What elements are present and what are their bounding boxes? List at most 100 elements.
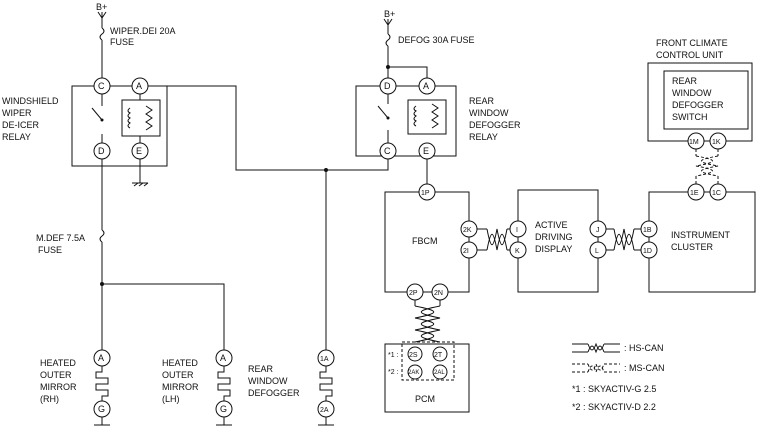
- pcm-note-1: *1 :: [388, 352, 399, 359]
- svg-text:RELAY: RELAY: [469, 132, 498, 142]
- svg-text:WINDOW: WINDOW: [469, 108, 509, 118]
- svg-text:WINDOW: WINDOW: [248, 376, 288, 386]
- relay-switch-icon: [377, 105, 389, 119]
- wiper-fuse-label: WIPER.DEI 20A: [110, 26, 176, 36]
- legend-hs-can-icon: [572, 342, 620, 354]
- pcm-label: PCM: [415, 394, 435, 404]
- pin-a: A: [220, 353, 226, 363]
- pin-j: J: [596, 227, 600, 234]
- pin-l: L: [595, 248, 599, 255]
- pin-1m: 1M: [689, 139, 699, 146]
- pin-1c: 1C: [712, 190, 721, 197]
- svg-text:(LH): (LH): [162, 394, 180, 404]
- heater-element-icon: [95, 366, 109, 401]
- rear-defogger-label: REAR WINDOW DEFOGGER: [248, 364, 300, 398]
- svg-text:DEFOGGER: DEFOGGER: [469, 120, 521, 130]
- svg-text:INSTRUMENT: INSTRUMENT: [671, 230, 730, 240]
- pin-1a: 1A: [320, 356, 329, 363]
- pin-k: K: [515, 248, 520, 255]
- pin-c: C: [384, 146, 391, 156]
- svg-text:REAR: REAR: [469, 96, 495, 106]
- pcm-note-2: *2 :: [388, 369, 399, 376]
- relay-switch-icon: [91, 107, 103, 121]
- svg-text:DEFOGGER: DEFOGGER: [672, 100, 724, 110]
- svg-text:MIRROR: MIRROR: [40, 382, 77, 392]
- svg-text:(RH): (RH): [40, 394, 59, 404]
- legend-hs-can: : HS-CAN: [624, 343, 664, 353]
- pin-a: A: [423, 81, 429, 91]
- hs-can-twisted-pair: [477, 228, 511, 251]
- pin-a: A: [136, 81, 142, 91]
- fbcm-module: FBCM 1P 2K 2I 2P 2N: [384, 183, 478, 301]
- mirror-lh-label: HEATED OUTER MIRROR (LH): [162, 358, 199, 404]
- svg-text:ACTIVE: ACTIVE: [535, 220, 568, 230]
- svg-text:HEATED: HEATED: [162, 358, 198, 368]
- svg-text:HEATED: HEATED: [40, 358, 76, 368]
- heater-element-icon: [319, 366, 333, 401]
- mdef-fuse-label: M.DEF 7.5A: [36, 233, 85, 243]
- defog-relay-box: [355, 85, 457, 157]
- wiper-deicer-circuit: B+ WIPER.DEI 20A FUSE C A D E WINDSHIELD…: [2, 2, 327, 350]
- svg-text:DISPLAY: DISPLAY: [535, 244, 572, 254]
- relay-resistor-icon: [145, 105, 153, 131]
- mdef-fuse-label-2: FUSE: [38, 245, 62, 255]
- pin-d: D: [98, 146, 105, 156]
- wiper-bplus-label: B+: [96, 2, 107, 12]
- svg-text:RELAY: RELAY: [2, 132, 31, 142]
- pin-2al: 2AL: [434, 370, 445, 376]
- pin-c: C: [98, 81, 105, 91]
- pin-1d: 1D: [643, 248, 652, 255]
- pin-1b: 1B: [643, 227, 652, 234]
- svg-text:FRONT CLIMATE: FRONT CLIMATE: [656, 38, 728, 48]
- pin-2n: 2N: [434, 290, 443, 297]
- legend: : HS-CAN : MS-CAN *1 : SKYACTIV-G 2.5 *2…: [572, 342, 665, 412]
- pin-1e: 1E: [690, 190, 699, 197]
- pin-2a: 2A: [320, 407, 329, 414]
- heated-mirror-lh: HEATED OUTER MIRROR (LH) A G: [162, 349, 233, 426]
- pin-1k: 1K: [712, 139, 721, 146]
- legend-ms-can-icon: [572, 362, 620, 374]
- ground-icon: [132, 182, 149, 187]
- hs-can-twisted-pair: [606, 228, 641, 251]
- svg-text:DE-ICER: DE-ICER: [2, 120, 40, 130]
- svg-text:WIPER: WIPER: [2, 108, 32, 118]
- pcm-module: *1 : *2 : 2S 2T 2AK 2AL PCM: [384, 341, 470, 413]
- legend-ms-can: : MS-CAN: [624, 363, 665, 373]
- pin-e: E: [423, 146, 429, 156]
- ms-can-twisted-pair: [695, 149, 719, 184]
- svg-text:REAR: REAR: [248, 364, 274, 374]
- svg-text:WINDOW: WINDOW: [672, 88, 712, 98]
- hs-can-twisted-pair: [414, 300, 441, 343]
- legend-note-1: *1 : SKYACTIV-G 2.5: [572, 384, 656, 394]
- pin-2k: 2K: [463, 227, 472, 234]
- defog-relay-circuit: B+ DEFOG 30A FUSE D A C E REAR WINDOW DE…: [324, 9, 521, 184]
- fuse-icon: [99, 229, 105, 243]
- fuse-icon: [385, 33, 391, 47]
- svg-text:OUTER: OUTER: [162, 370, 194, 380]
- fbcm-label: FBCM: [412, 236, 438, 246]
- heated-mirror-rh: HEATED OUTER MIRROR (RH) A G: [40, 349, 111, 426]
- pin-d: D: [384, 81, 391, 91]
- active-driving-display-module: ACTIVE DRIVING DISPLAY I K J L: [509, 189, 607, 293]
- svg-text:REAR: REAR: [672, 76, 698, 86]
- svg-text:DRIVING: DRIVING: [535, 232, 573, 242]
- pin-a: A: [98, 353, 104, 363]
- pin-1p: 1P: [421, 190, 430, 197]
- pin-g: G: [220, 404, 227, 414]
- pin-2i: 2I: [463, 248, 469, 255]
- relay-coil-icon: [413, 105, 417, 127]
- wiper-relay-label: WINDSHIELD WIPER DE-ICER RELAY: [2, 96, 59, 142]
- defog-relay-label: REAR WINDOW DEFOGGER RELAY: [469, 96, 521, 142]
- mirror-rh-label: HEATED OUTER MIRROR (RH): [40, 358, 77, 404]
- defogger-switch-box: [663, 70, 749, 130]
- relay-coil-icon: [127, 107, 131, 129]
- fuse-icon: [99, 27, 105, 41]
- defog-bplus-label: B+: [384, 9, 395, 19]
- wiper-fuse-label-2: FUSE: [110, 37, 134, 47]
- pin-2t: 2T: [434, 352, 443, 359]
- pin-i: I: [516, 227, 518, 234]
- relay-resistor-icon: [431, 103, 439, 129]
- rear-window-defogger: REAR WINDOW DEFOGGER 1A 2A: [248, 349, 335, 426]
- svg-text:WINDSHIELD: WINDSHIELD: [2, 96, 59, 106]
